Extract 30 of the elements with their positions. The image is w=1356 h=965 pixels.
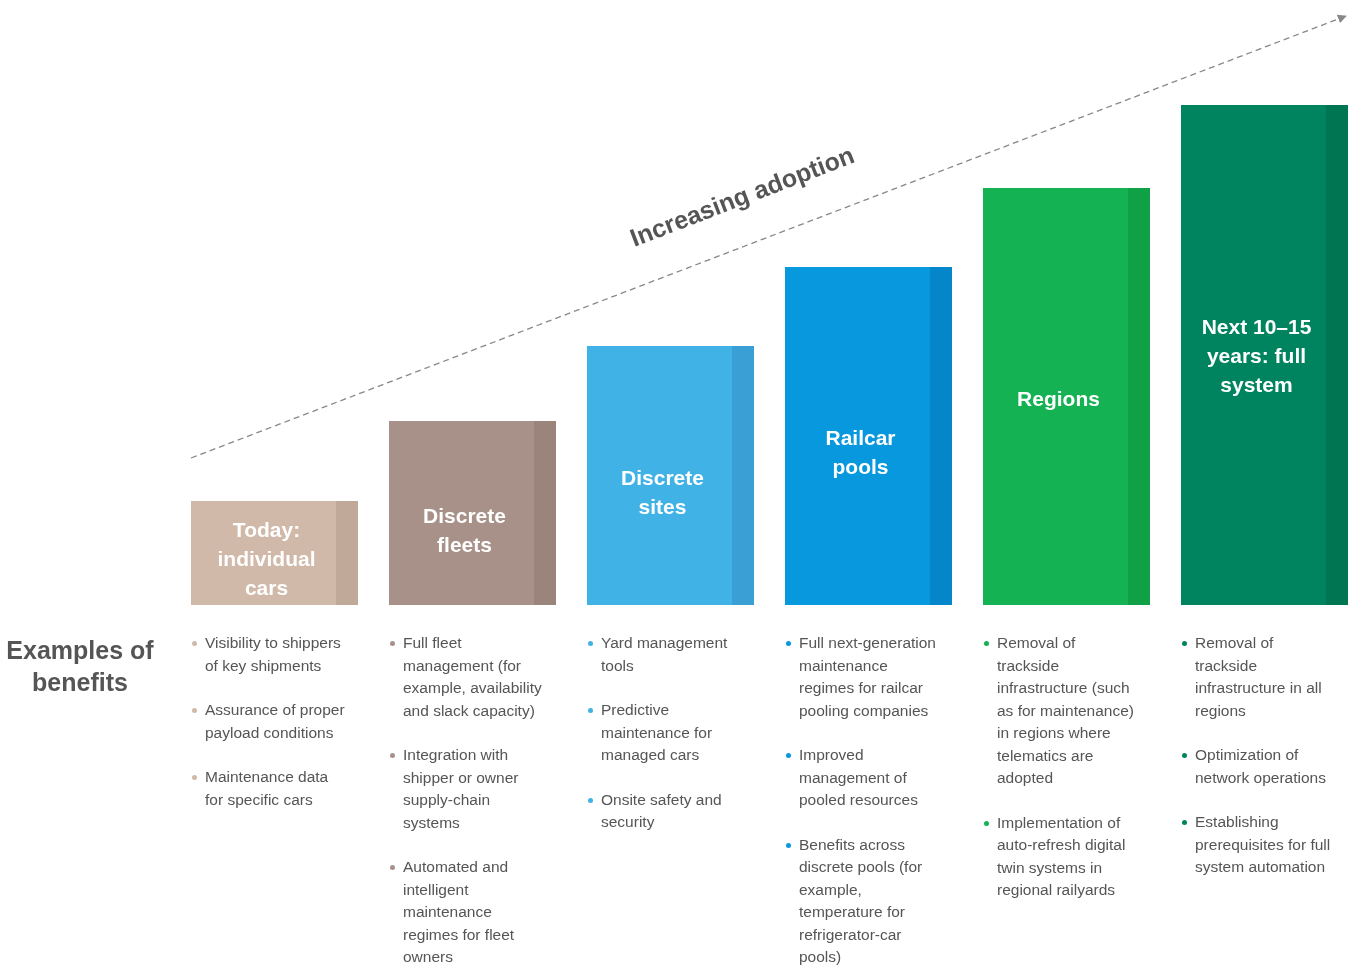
benefit-bullet: Benefits across discrete pools (for example, temperature for refrigerator-car pools) bbox=[785, 833, 943, 965]
benefit-bullet: Establishing prerequisites for full system automation bbox=[1181, 811, 1339, 879]
stage-bar bbox=[1181, 105, 1348, 605]
benefit-bullet: Optimization of network operations bbox=[1181, 744, 1339, 789]
benefit-bullet: Onsite safety and security bbox=[587, 788, 745, 834]
stage-label: Regions bbox=[1016, 385, 1101, 412]
row-heading: Examples of benefits bbox=[5, 635, 155, 698]
stage-label: Discrete fleets bbox=[422, 503, 507, 558]
benefit-bullet: Assurance of proper payload conditions bbox=[191, 699, 349, 744]
benefit-bullet: Full next-generation maintenance regimes for railcar pooling companies bbox=[785, 632, 943, 722]
stage-bar bbox=[389, 421, 556, 605]
benefit-bullet: Removal of trackside infrastructure (such as for maintenance) in regions where telematics are adopted bbox=[983, 632, 1141, 790]
benefit-bullet: Visibility to shippers of key shipments bbox=[191, 632, 349, 677]
stage-label: Discrete sites bbox=[620, 465, 705, 520]
benefit-bullet: Yard management tools bbox=[587, 632, 745, 677]
benefit-bullet: Full fleet management (for example, availability and slack capacity) bbox=[389, 632, 547, 722]
benefit-bullet: Implementation of auto-refresh digital twin systems in regional railyards bbox=[983, 811, 1141, 902]
stage-label: Railcar pools bbox=[824, 425, 897, 480]
benefit-bullet: Improved management of pooled resources bbox=[785, 744, 943, 812]
stage-label: Today: individual cars bbox=[216, 516, 317, 601]
benefit-bullet: Integration with shipper or owner supply-chain systems bbox=[389, 744, 547, 834]
stage-bar bbox=[587, 346, 754, 605]
benefit-bullet: Predictive maintenance for managed cars bbox=[587, 699, 745, 767]
benefit-bullet: Maintenance data for specific cars bbox=[191, 766, 349, 811]
stage-bar bbox=[191, 501, 358, 605]
stage-bar bbox=[785, 267, 952, 605]
stage-label: Next 10–15 years: full system bbox=[1200, 313, 1313, 398]
benefit-bullet: Removal of trackside infrastructure in all regions bbox=[1181, 632, 1339, 722]
benefit-bullet: Automated and intelligent maintenance regimes for fleet owners bbox=[389, 856, 547, 965]
stage-bar bbox=[983, 188, 1150, 605]
